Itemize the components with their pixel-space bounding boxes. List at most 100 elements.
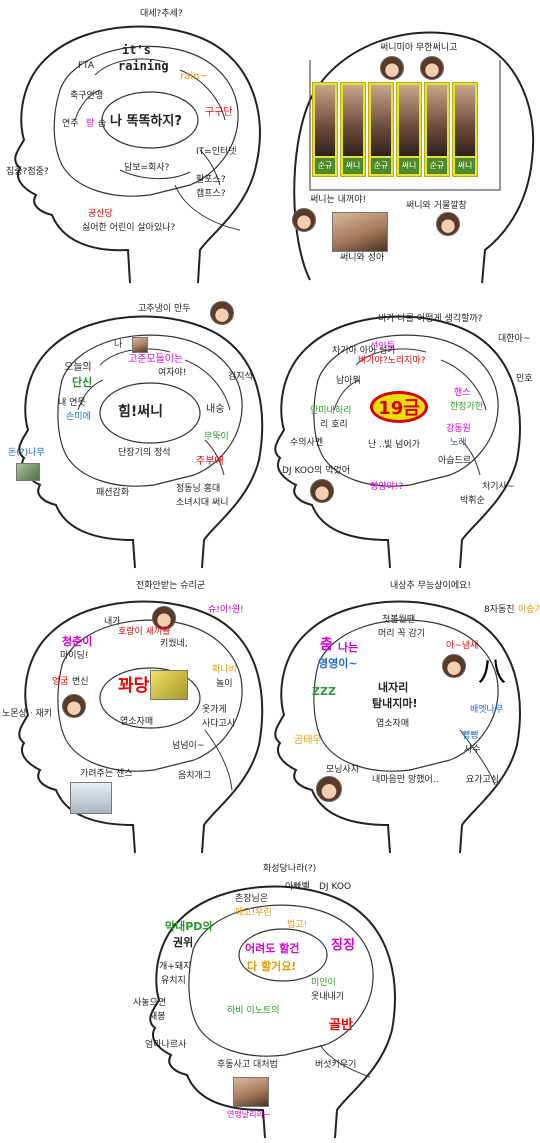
label-center: 나 똑똑하지? <box>110 114 182 129</box>
label-gae2: 유치지 <box>161 976 186 986</box>
label-eum2: 변신 <box>72 677 89 687</box>
label-yeonjoo-a: 연주 <box>62 119 79 129</box>
label-pig: 내마음만 망했어.. <box>372 775 439 785</box>
label-ha: 하비 이노트의 <box>227 1006 280 1016</box>
photo-cell: 순규 <box>312 82 338 177</box>
label-abba: 아빠벨 <box>285 882 310 892</box>
label-jipjung: 집중?점중? <box>6 167 49 177</box>
label-suyi: 수의사멘 <box>290 438 324 448</box>
label-park: 박휘순 <box>460 496 485 506</box>
label-fashion: 패션감화 <box>96 488 130 498</box>
photo-cell: 써니 <box>396 82 422 177</box>
label-top: 써니미아 무한써니고 <box>380 43 458 53</box>
label-molla: 모닝사자 <box>326 765 360 775</box>
label-c1: 내 연못 <box>58 398 86 408</box>
label-mi2: 옷내내기 <box>311 992 345 1002</box>
label-ppang: 빵양야!? <box>370 482 404 492</box>
photo-label: 순규 <box>371 158 391 174</box>
label-dambo: 담보=회사? <box>124 163 170 173</box>
brain-panel-7: 화성당나라(?) 아빠벨 DJ KOO 촌장님은 패고!우린 법고! 막내PD의… <box>133 855 405 1140</box>
label-center: 꽈당 <box>118 676 150 696</box>
gochu-face <box>210 301 234 325</box>
sunny-face-small-right <box>436 212 460 236</box>
label-b1: 안미내하리 <box>310 406 352 416</box>
label-yeo: 연맹날리와~ <box>227 1110 271 1119</box>
label-gol: 골반 <box>329 1018 353 1033</box>
sunny-face-small-left <box>292 208 316 232</box>
label-ok: 아습드르 <box>438 456 472 466</box>
garyeo-photo <box>70 782 112 814</box>
label-yoga: 요가고싱 <box>466 775 500 785</box>
label-s3: 차기아 아이 성가 <box>332 346 396 356</box>
kkwadang-photo <box>150 670 188 700</box>
label-a3: 여자야! <box>158 368 187 378</box>
label-ch3: 아~냄새 <box>446 641 479 651</box>
label-ch2: 패고!우린 <box>235 908 272 918</box>
label-jeol: 단장기의 정석 <box>118 448 171 458</box>
label-center: 힘!써니 <box>118 404 164 420</box>
photo-label: 순규 <box>315 158 335 174</box>
label-top: 비가 나를 어떻게 생각할까? <box>378 314 483 324</box>
19-geum-badge: 19금 <box>370 391 428 423</box>
label-eight: 8자동진 <box>484 605 515 615</box>
label-rain: rain~ <box>180 71 208 82</box>
label-sonyeo-2: 소녀시대 써니 <box>176 498 229 508</box>
label-papal: 팔포스? <box>196 175 226 185</box>
label-don: 돈(?)나무 <box>8 448 45 458</box>
label-hwan1: 확나비 <box>212 665 237 675</box>
head-outline <box>274 315 521 569</box>
label-jubu: 주부애 <box>196 456 224 467</box>
photo-label: 써니 <box>343 158 363 174</box>
label-ne: 넘넘이~ <box>172 741 205 751</box>
label-djkoo: DJ KOO의 먹었어 <box>282 466 351 476</box>
label-yeonjoo-c: 슴 <box>98 119 107 129</box>
label-c2: 손미에 <box>66 412 91 422</box>
label-b1: 오늘의 <box>64 362 92 373</box>
label-kim: 김지석 <box>228 372 253 382</box>
photo-label: 써니 <box>455 158 475 174</box>
label-ch1: 첫볼월땐 <box>382 615 416 625</box>
label-a2: 고준모들이는 <box>128 354 184 365</box>
label-g1: 강동원 <box>446 424 471 434</box>
label-gong: 곰태우 <box>294 735 322 746</box>
label-n3: 키웠네, <box>160 639 188 649</box>
label-a1: 나 <box>114 340 123 350</box>
head-outline <box>274 600 521 854</box>
ch-face <box>442 654 466 678</box>
label-ui1: 옷가게 <box>202 705 227 715</box>
head-outline <box>18 315 264 569</box>
label-ch1: 촌장님은 <box>235 894 269 904</box>
label-naekkeo: 써니는 내꺼야! <box>310 195 367 205</box>
label-n1: 난 ... <box>368 440 388 450</box>
label-silk: 싫어한 어린이 살아있나? <box>82 223 176 233</box>
label-chukgu: 축구연맹 <box>70 91 104 101</box>
label-ch3: 법고! <box>287 920 308 930</box>
label-center-2: 다 할거요! <box>247 960 297 973</box>
brain-panel-3: 고추냉이 만두 나 고준모들이는 여자야! 오늘의 단신 내 연못 손미에 힘!… <box>0 285 270 570</box>
label-ch2: 머리 꼭 감기 <box>378 629 426 639</box>
label-yeop: 엽소자매 <box>376 719 410 729</box>
money-photo <box>16 463 40 481</box>
label-mak2: 권위 <box>173 936 194 949</box>
label-dj: DJ KOO <box>319 882 352 892</box>
label-gongsan: 공산당 <box>88 209 113 219</box>
label-sa2: 새봉 <box>149 1012 166 1022</box>
label-ma: 엄마나르사 <box>145 1040 187 1050</box>
bottom-photo <box>233 1077 269 1107</box>
label-eum1: 엉굼 <box>52 677 69 687</box>
small-photo <box>132 337 148 353</box>
sunny-face-right <box>420 56 444 80</box>
label-raining-1: it's <box>122 43 151 57</box>
label-top: 고추냉이 만두 <box>138 304 191 314</box>
label-sunny-sungah: 써니와 성아 <box>340 253 385 263</box>
label-hui: 슈!이!원! <box>208 605 244 615</box>
head-outline <box>293 31 535 284</box>
label-papal-2: 캠프스? <box>196 189 226 199</box>
label-chugi: 처기사~ <box>482 482 515 492</box>
label-beot: 버섯키우기 <box>315 1060 357 1070</box>
eumgum-face <box>62 694 86 718</box>
label-gag: 음치개그 <box>178 771 212 781</box>
label-bae: 배엣나무 <box>470 705 504 715</box>
label-hwan2: 놀이 <box>216 679 233 689</box>
brain-panel-1: 대세?추세? FTA it's raining rain~ 축구연맹 나 똑똑하… <box>0 0 270 285</box>
